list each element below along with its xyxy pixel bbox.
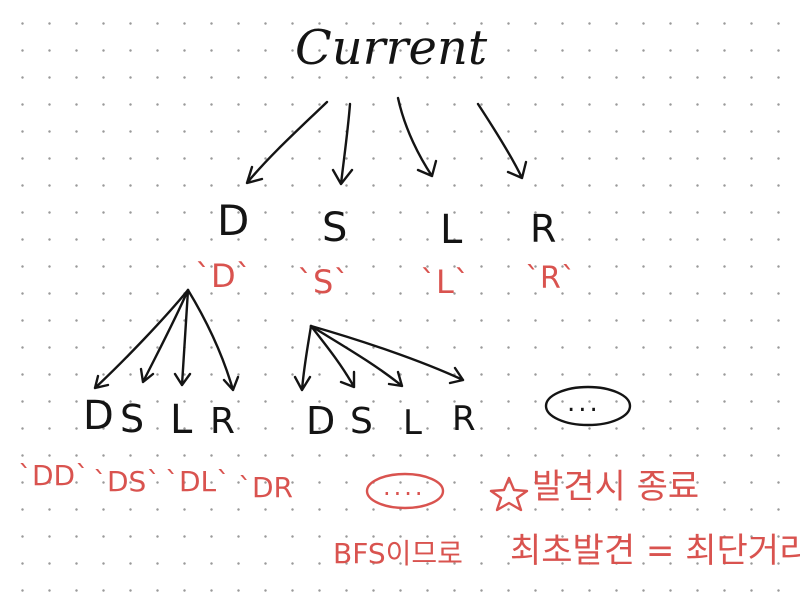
arrow-s-to-r	[309, 324, 465, 385]
level1-op-r: R	[530, 207, 557, 251]
level2-more: ...	[567, 388, 601, 418]
level2-result-dl: `DL`	[165, 465, 231, 498]
more-oval-red	[365, 472, 445, 510]
level2-d-op-l: L	[170, 397, 193, 443]
level2-s-op-l: L	[403, 403, 422, 443]
level1-result-l: `L`	[420, 263, 470, 301]
level1-result-s: `S`	[297, 263, 350, 301]
level2-result-dd: `DD`	[18, 459, 90, 492]
level1-result-d: `D`	[195, 257, 252, 295]
level2-d-op-d: D	[83, 393, 114, 439]
more-oval-black	[544, 385, 632, 427]
s-child-arrows	[293, 324, 465, 392]
level2-d-op-r: R	[210, 401, 236, 442]
level2-s-op-d: D	[306, 399, 336, 443]
star-icon	[489, 476, 529, 512]
note-stop-on-find: 발견시 종료	[532, 467, 700, 507]
root-node: Current	[295, 20, 488, 76]
arrow-d-to-l	[173, 288, 192, 387]
level1-op-s: S	[322, 205, 348, 251]
arrow-root-to-s	[331, 102, 354, 186]
note-first-find-shortest: 최초발견 = 최단거리	[510, 531, 800, 571]
level2-result-dr: `DR	[238, 471, 294, 504]
arrow-root-to-d	[245, 100, 329, 185]
root-arrows	[245, 96, 528, 186]
level2-result-ds: `DS`	[93, 465, 161, 498]
level2-d-op-s: S	[120, 397, 145, 441]
arrow-d-to-s	[139, 288, 190, 384]
arrow-s-to-l	[309, 324, 404, 388]
arrow-root-to-r	[476, 102, 528, 180]
level2-s-op-s: S	[350, 401, 373, 442]
arrow-d-to-r	[186, 288, 240, 392]
level2-s-op-r: R	[452, 399, 476, 439]
d-child-arrows	[93, 288, 240, 392]
level1-op-d: D	[217, 196, 250, 245]
arrow-s-to-s	[309, 324, 356, 389]
level2-results-more: ....	[383, 473, 426, 501]
arrow-root-to-l	[396, 96, 438, 178]
level1-op-l: L	[440, 207, 463, 253]
arrow-d-to-d	[93, 288, 190, 390]
level1-result-r: `R`	[525, 261, 576, 296]
note-bfs: BFS이므로	[333, 537, 463, 570]
arrow-s-to-d	[293, 324, 313, 392]
